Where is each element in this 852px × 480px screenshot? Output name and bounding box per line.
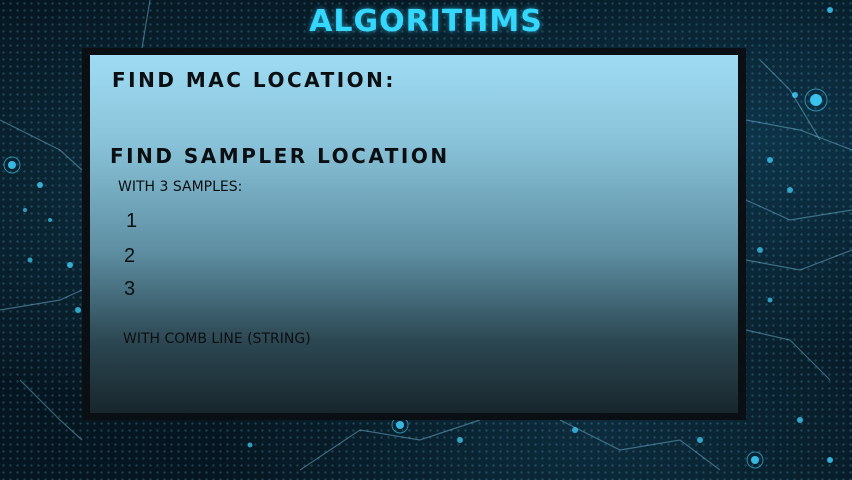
- sample-item-1: 1: [126, 210, 138, 232]
- sample-item-2: 2: [124, 245, 136, 267]
- comb-line-label: WITH COMB LINE (STRING): [123, 331, 311, 347]
- slide-title: ALGORITHMS: [309, 4, 543, 39]
- sample-item-3: 3: [124, 278, 136, 300]
- content-panel: [90, 55, 738, 413]
- heading-find-mac-location: FIND MAC LOCATION:: [112, 68, 396, 92]
- with-samples-label: WITH 3 SAMPLES:: [118, 179, 243, 195]
- heading-find-sampler-location: FIND SAMPLER LOCATION: [110, 144, 450, 168]
- map-city-dots: [8, 7, 833, 464]
